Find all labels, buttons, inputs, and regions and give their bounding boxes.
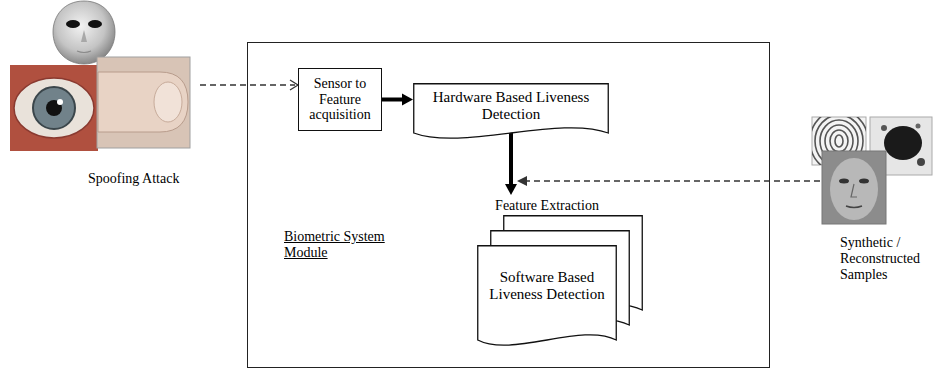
flow-arrow bbox=[505, 131, 517, 195]
open-arrowhead bbox=[290, 80, 298, 90]
finger-photo bbox=[97, 57, 190, 148]
fingerprint-ridge bbox=[835, 135, 843, 147]
iris-blob bbox=[884, 126, 922, 160]
face-mouth bbox=[846, 206, 862, 208]
synthetic-input-arrow bbox=[517, 176, 830, 186]
eye-photo bbox=[10, 65, 98, 151]
document-label: Hardware Based Liveness Detection bbox=[421, 89, 601, 123]
document-shape bbox=[414, 84, 609, 138]
eye-photo-ground bbox=[10, 65, 98, 151]
mask-photo bbox=[53, 1, 115, 64]
system-module-frame: Biometric System Module Sensor to Feature… bbox=[247, 42, 770, 368]
arrow-shaft bbox=[509, 131, 513, 185]
finger-shape bbox=[98, 72, 188, 132]
stack-heading: Feature Extraction bbox=[477, 198, 617, 214]
iris-speck bbox=[916, 124, 921, 129]
mask-eye-hole bbox=[66, 20, 80, 28]
arrow-shaft bbox=[382, 98, 403, 102]
face-ground bbox=[822, 151, 886, 224]
attack-caption: Spoofing Attack bbox=[88, 171, 218, 187]
arrowhead bbox=[505, 184, 517, 195]
box-label: Sensor to Feature acquisition bbox=[303, 76, 377, 123]
face-oval bbox=[830, 158, 878, 220]
frame-title-holder: Biometric System Module bbox=[284, 229, 409, 260]
finger-photo-ground bbox=[97, 57, 190, 148]
document-box: Hardware Based Liveness Detection bbox=[413, 83, 609, 145]
mask-nose bbox=[81, 30, 87, 42]
module-title: Biometric System Module bbox=[284, 229, 409, 260]
finger-nail bbox=[154, 82, 182, 122]
face-eye bbox=[839, 179, 849, 184]
mask-eye-hole bbox=[88, 20, 102, 28]
iris-speck bbox=[881, 125, 887, 131]
document-text-area: Hardware Based Liveness Detection bbox=[413, 83, 609, 129]
document-label: Software Based Liveness Detection bbox=[483, 269, 611, 303]
stacked-document-box: Feature ExtractionSoftware Based Livenes… bbox=[477, 195, 647, 360]
process-box: Sensor to Feature acquisition bbox=[298, 68, 382, 131]
mask-mouth bbox=[77, 51, 91, 53]
flow-arrow bbox=[382, 94, 413, 106]
arrowhead bbox=[517, 176, 527, 186]
face-image bbox=[822, 151, 886, 224]
document-shape bbox=[478, 246, 617, 345]
eye-highlight bbox=[57, 99, 63, 105]
samples-caption: Synthetic / Reconstructed Samples bbox=[840, 235, 950, 283]
spoof-input-arrow bbox=[200, 80, 298, 90]
face-nose bbox=[851, 184, 857, 197]
fingerprint-ridge bbox=[830, 130, 848, 152]
iris-speck bbox=[917, 158, 925, 166]
stack-text-area: Software Based Liveness Detection bbox=[477, 245, 617, 327]
eye-iris bbox=[33, 87, 75, 129]
face-eye bbox=[859, 179, 869, 184]
eye-sclera bbox=[14, 78, 94, 138]
arrowhead bbox=[402, 94, 413, 106]
dashed-line bbox=[526, 180, 830, 181]
eye-pupil bbox=[46, 100, 62, 116]
mask-face bbox=[53, 1, 115, 64]
